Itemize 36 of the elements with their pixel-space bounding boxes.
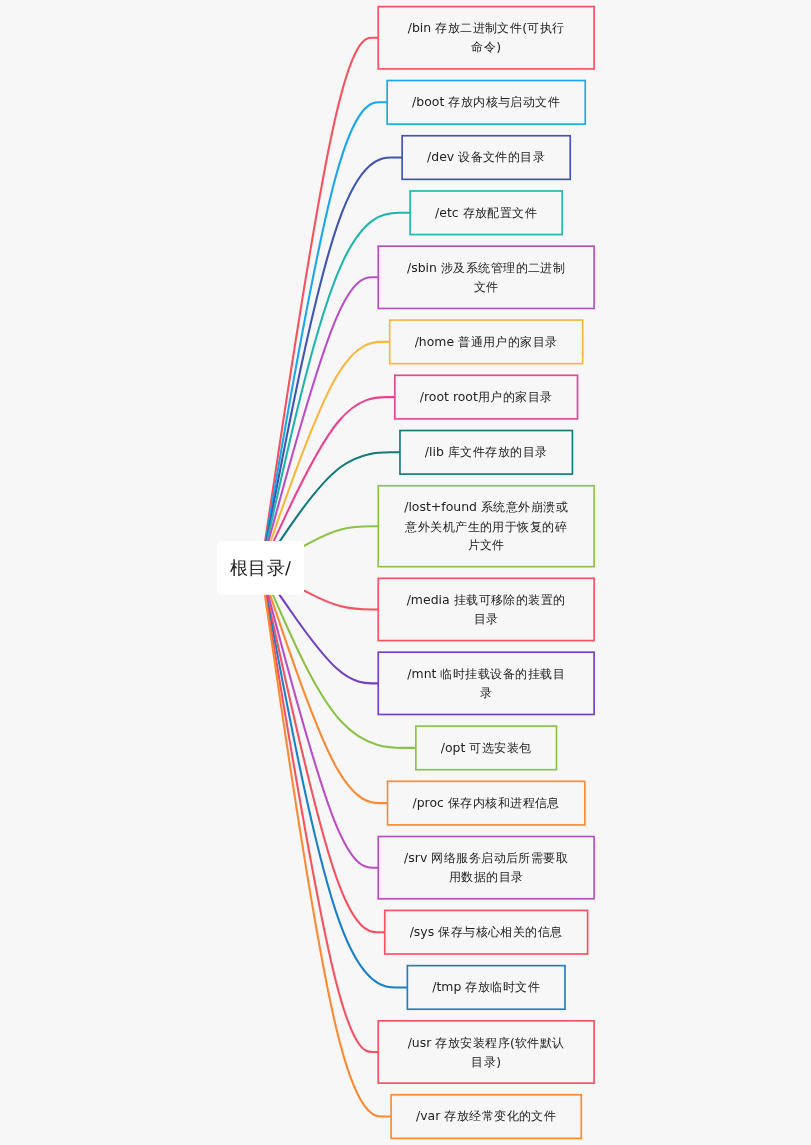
node-box: /lost+found 系统意外崩溃或意外关机产生的用于恢复的碎片文件 <box>377 484 595 568</box>
node-box: /bin 存放二进制文件(可执行命令) <box>377 5 595 70</box>
node-box: /etc 存放配置文件 <box>408 190 563 236</box>
connector <box>303 589 378 611</box>
node-box: /tmp 存放临时文件 <box>406 964 566 1011</box>
node-box: /usr 存放安装程序(软件默认目录) <box>377 1020 595 1084</box>
connector <box>264 156 402 543</box>
connector <box>264 594 407 989</box>
connector <box>263 594 391 1118</box>
node-box: /lib 库文件存放的目录 <box>398 429 573 475</box>
node-box: /proc 保存内核和进程信息 <box>386 780 586 826</box>
connector <box>277 451 400 543</box>
node-box: /root root用户的家目录 <box>393 374 578 420</box>
node-box: /opt 可选安装包 <box>414 725 557 771</box>
connector <box>271 593 416 749</box>
connector <box>266 276 378 543</box>
node-box: /var 存放经常变化的文件 <box>389 1093 582 1140</box>
connector <box>268 340 390 543</box>
connector <box>271 396 395 543</box>
connector <box>303 525 378 547</box>
connector <box>266 594 378 869</box>
connector <box>265 211 410 543</box>
node-box: /boot 存放内核与启动文件 <box>385 79 586 125</box>
connector <box>268 594 388 805</box>
connector <box>265 594 385 934</box>
connector <box>264 101 387 543</box>
node-box: /srv 网络服务启动后所需要取用数据的目录 <box>377 835 595 900</box>
node-box: /home 普通用户的家目录 <box>388 319 584 365</box>
node-box: /sys 保存与核心相关的信息 <box>383 909 589 955</box>
connector <box>277 593 378 685</box>
connector <box>263 594 378 1054</box>
node-box: /media 挂载可移除的装置的目录 <box>377 577 595 642</box>
connector <box>263 36 378 543</box>
node-box: /mnt 临时挂载设备的挂载目录 <box>377 651 595 716</box>
node-box: /sbin 涉及系统管理的二进制文件 <box>377 245 595 310</box>
node-box: /dev 设备文件的目录 <box>400 134 571 181</box>
